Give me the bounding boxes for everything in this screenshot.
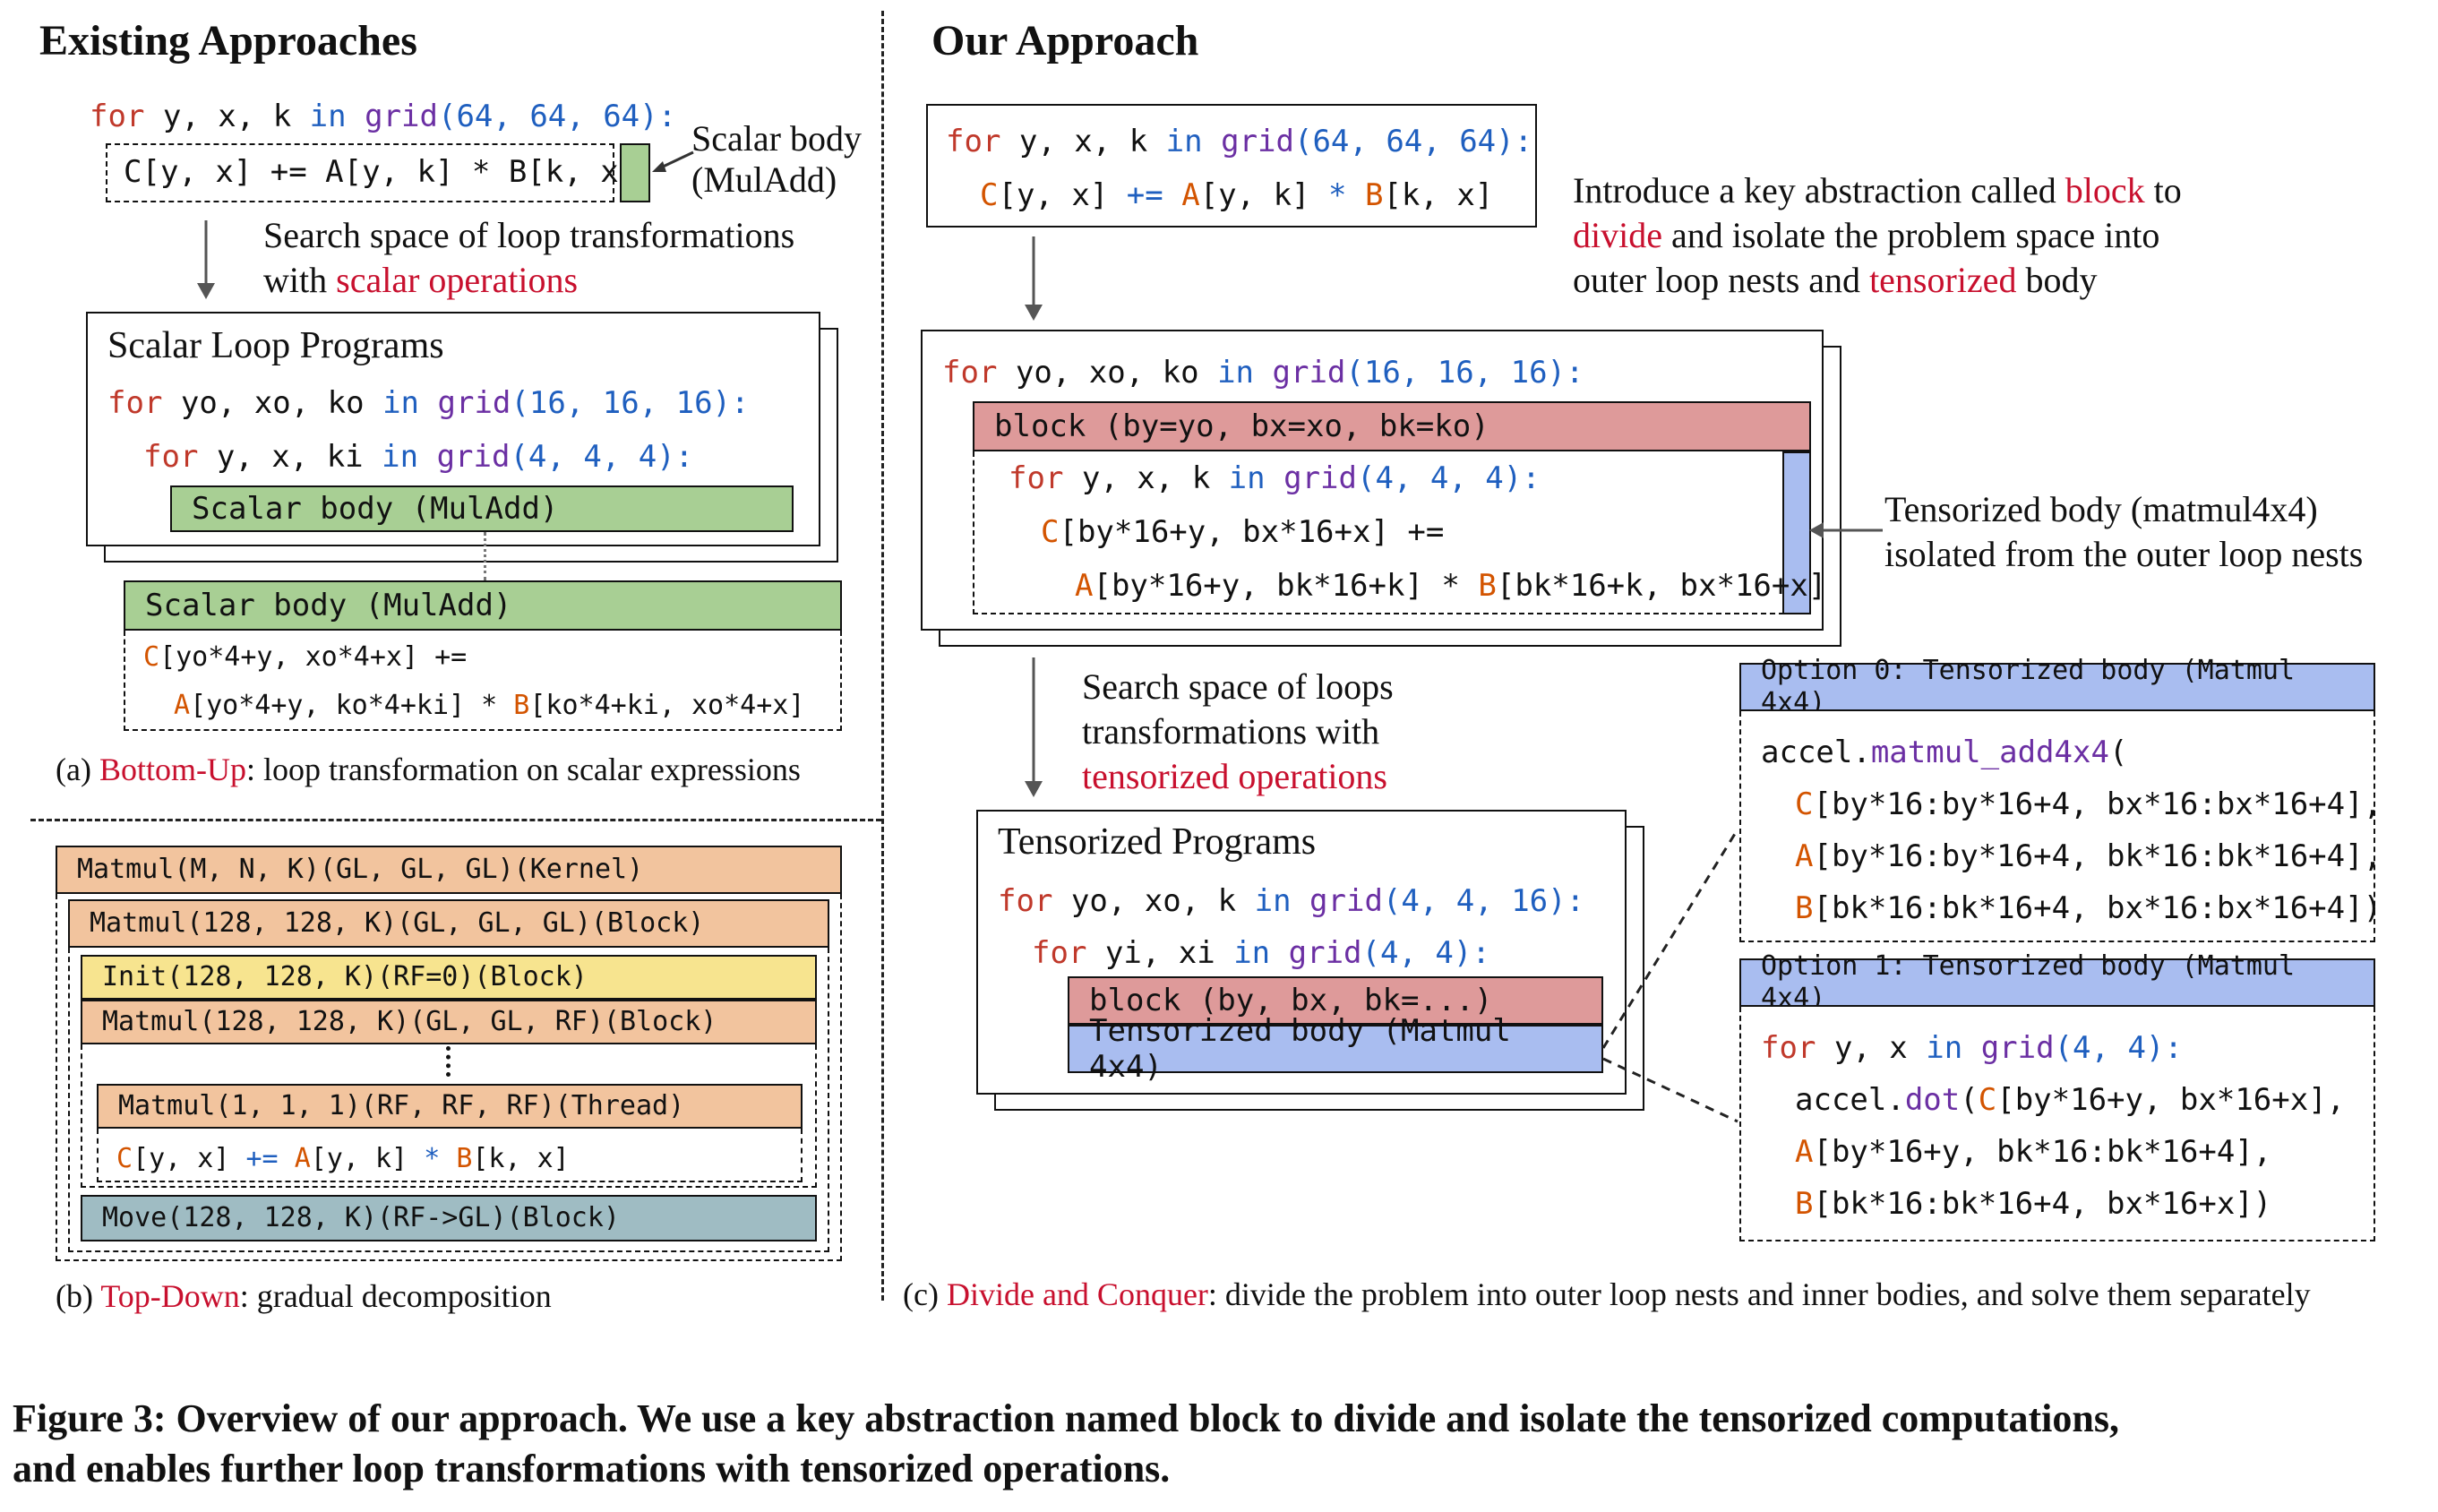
option-0-line-1: accel.matmul_add4x4(	[1761, 735, 2128, 770]
tensorized-block-bar: block (by, bx, bk=...)	[1068, 976, 1603, 1025]
scalar-body-bar: Scalar body (MulAdd)	[170, 485, 794, 532]
option-connectors	[1601, 829, 1739, 1123]
scalar-program-loop-1: for yo, xo, ko in grid(16, 16, 16):	[107, 385, 750, 421]
tensor-search-text-1: Search space of loops	[1082, 666, 1394, 707]
scalar-programs-title: Scalar Loop Programs	[107, 325, 444, 366]
ellipsis-dots	[446, 1046, 456, 1077]
arrow-down-icon	[1025, 236, 1043, 321]
top-loop-box	[926, 104, 1537, 228]
option-1-line-1: for y, x in grid(4, 4):	[1761, 1030, 2183, 1066]
arrow-down-icon	[1025, 657, 1043, 797]
expanded-line-1: C[yo*4+y, xo*4+x] +=	[143, 641, 468, 673]
thread-statement: C[y, x] += A[y, k] * B[k, x]	[116, 1143, 570, 1174]
intro-line-2: divide and isolate the problem space int…	[1573, 215, 2160, 255]
top-loop-body: C[y, x] += A[y, k] * B[k, x]	[980, 177, 1494, 213]
intro-line-1: Introduce a key abstraction called block…	[1573, 170, 2182, 210]
option-0-body	[1739, 711, 2375, 942]
scalar-body-statement: C[y, x] += A[y, k] * B[k, x]	[124, 154, 638, 190]
block-inner-loop: for y, x, k in grid(4, 4, 4):	[1009, 460, 1541, 496]
scalar-body-label-2: (MulAdd)	[691, 159, 837, 200]
arrow-down-icon	[197, 220, 215, 299]
scalar-loop-header: for y, x, k in grid(64, 64, 64):	[90, 99, 677, 134]
existing-approaches-title: Existing Approaches	[39, 17, 417, 64]
block-body-frame	[973, 451, 1811, 614]
figure-caption-line-1: Figure 3: Overview of our approach. We u…	[13, 1396, 2119, 1440]
kernel-box: Matmul(M, N, K)(GL, GL, GL)(Kernel)	[56, 846, 842, 894]
tensorized-loop-2: for yi, xi in grid(4, 4):	[1032, 935, 1490, 971]
move-box: Move(128, 128, K)(RF->GL)(Block)	[81, 1195, 817, 1241]
expanded-scalar-body-header: Scalar body (MulAdd)	[124, 580, 842, 631]
option-1-header: Option 1: Tensorized body (Matmul 4x4)	[1739, 950, 2375, 1014]
tensorized-loop-1: for yo, xo, k in grid(4, 4, 16):	[998, 883, 1585, 919]
block-inner-line-2: A[by*16+y, bk*16+k] * B[bk*16+k, bx*16+x…	[1075, 568, 1827, 604]
block-inner-line-1: C[by*16+y, bx*16+x] +=	[1041, 514, 1445, 550]
arrow-left-icon	[1809, 522, 1883, 538]
scalar-body-box	[106, 143, 614, 202]
option-0-line-3: A[by*16:by*16+4, bk*16:bk*16+4],	[1795, 838, 2382, 874]
top-loop-header: for y, x, k in grid(64, 64, 64):	[946, 124, 1533, 159]
option-0-header: Option 0: Tensorized body (Matmul 4x4)	[1739, 655, 2375, 718]
option-1-line-4: B[bk*16:bk*16+4, bx*16+x])	[1795, 1186, 2272, 1222]
tensorized-note-1: Tensorized body (matmul4x4)	[1884, 489, 2318, 529]
figure-caption-line-2: and enables further loop transformations…	[13, 1447, 1171, 1491]
tensorized-body-marker	[1782, 451, 1811, 614]
scalar-body-label-1: Scalar body	[691, 118, 862, 159]
block-box: Matmul(128, 128, K)(GL, GL, GL)(Block)	[68, 899, 829, 948]
our-approach-title: Our Approach	[931, 17, 1199, 64]
column-divider	[881, 11, 884, 1301]
option-0-line-4: B[bk*16:bk*16+4, bx*16:bx*16+4])	[1795, 890, 2382, 926]
expanded-scalar-body-box	[124, 631, 842, 731]
option-1-body	[1739, 1007, 2375, 1241]
tensor-search-text-3: tensorized operations	[1082, 756, 1387, 796]
thread-box: Matmul(1, 1, 1)(RF, RF, RF)(Thread)	[97, 1084, 803, 1129]
caption-b: (b) Top-Down: gradual decomposition	[56, 1278, 552, 1314]
tensorized-note-2: isolated from the outer loop nests	[1884, 534, 2364, 574]
tensorized-programs-title: Tensorized Programs	[998, 821, 1317, 863]
scalar-body-marker	[620, 143, 650, 202]
option-1-line-3: A[by*16+y, bk*16:bk*16+4],	[1795, 1134, 2272, 1170]
expanded-line-2: A[yo*4+y, ko*4+ki] * B[ko*4+ki, xo*4+x]	[174, 690, 805, 721]
thread-dashed-frame	[97, 1129, 803, 1182]
scalar-search-text-1: Search space of loop transformations	[263, 215, 795, 255]
block-outer-loop: for yo, xo, ko in grid(16, 16, 16):	[942, 355, 1584, 391]
block-rf-box: Matmul(128, 128, K)(GL, GL, RF)(Block)	[81, 1000, 817, 1044]
block-bar: block (by=yo, bx=xo, bk=ko)	[973, 401, 1811, 451]
intro-line-3: outer loop nests and tensorized body	[1573, 260, 2098, 300]
tensor-search-text-2: transformations with	[1082, 711, 1380, 752]
section-divider	[30, 819, 881, 821]
caption-a: (a) Bottom-Up: loop transformation on sc…	[56, 752, 801, 787]
option-0-line-2: C[by*16:by*16+4, bx*16:bx*16+4],	[1795, 786, 2382, 822]
scalar-program-loop-2: for y, x, ki in grid(4, 4, 4):	[143, 439, 694, 475]
option-1-line-2: accel.dot(C[by*16+y, bx*16+x],	[1795, 1082, 2346, 1118]
caption-c: (c) Divide and Conquer: divide the probl…	[903, 1276, 2311, 1312]
tensorized-body-bar: Tensorized body (Matmul 4x4)	[1068, 1013, 1603, 1085]
connector	[484, 532, 486, 580]
init-box: Init(128, 128, K)(RF=0)(Block)	[81, 955, 817, 1000]
arrow-left-icon	[652, 150, 694, 172]
scalar-search-text-2: with scalar operations	[263, 260, 579, 300]
